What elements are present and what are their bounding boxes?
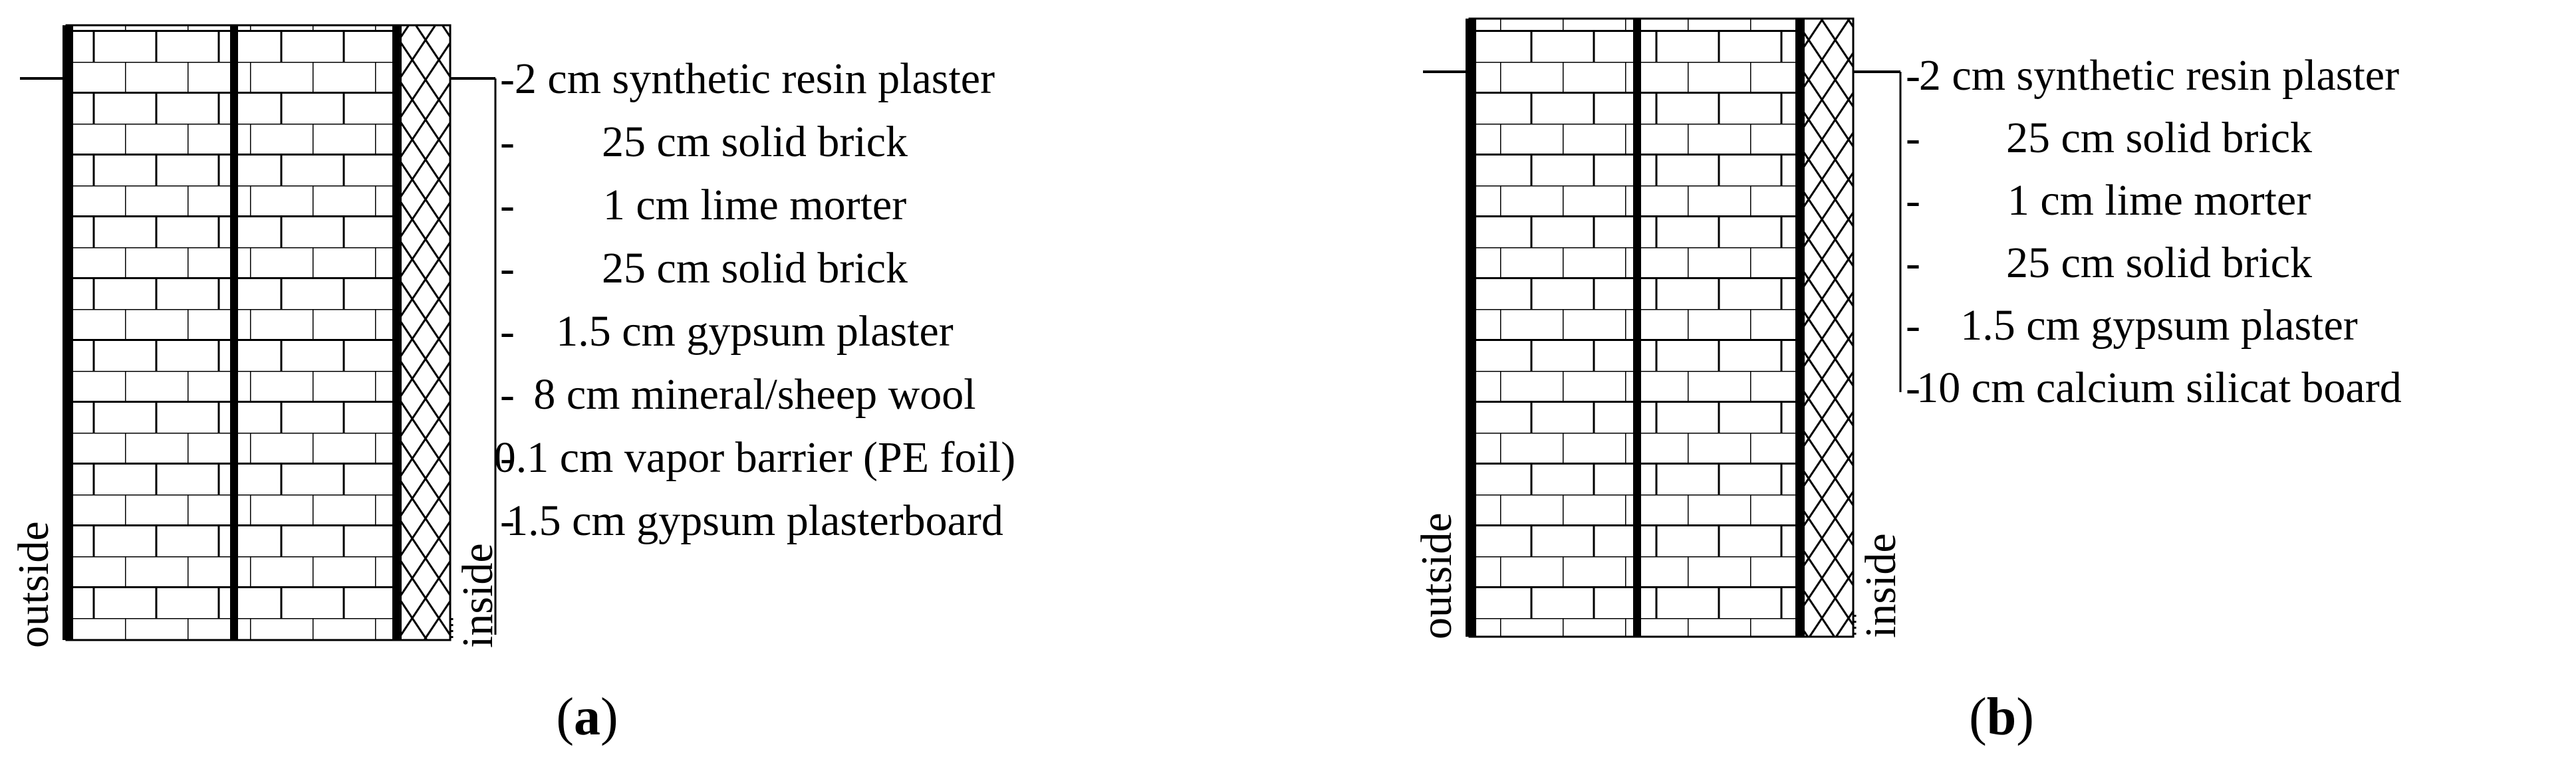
panel-b-brick-layer-inner — [1636, 17, 1801, 638]
layer-label: 0.1 cm vapor barrier (PE foil) — [494, 433, 1015, 482]
panel-b-layer-labels: -2 cm synthetic resin plaster-25 cm soli… — [1906, 51, 2402, 412]
panel-a: -2 cm synthetic resin plaster-25 cm soli… — [9, 24, 1015, 746]
layer-dash: - — [1906, 114, 1920, 162]
layer-label: 1 cm lime morter — [2007, 176, 2311, 225]
panel-a-outside-label: outside — [9, 521, 58, 648]
layer-label: 1.5 cm gypsum plasterboard — [506, 496, 1003, 545]
panel-a-inside-label: inside — [453, 543, 502, 648]
layer-dash: - — [500, 181, 515, 229]
panel-b-gypsum-plaster — [1795, 19, 1805, 637]
panel-a-outer-plaster — [63, 25, 73, 640]
panel-b-calcium-silicate-layer — [1799, 17, 1855, 638]
layer-dash: - — [1906, 51, 1920, 100]
panel-a-gypsum-plaster — [392, 25, 402, 640]
panel-b-outside-label: outside — [1412, 512, 1461, 639]
panel-b-inside-label: inside — [1857, 533, 1905, 638]
layer-label: 8 cm mineral/sheep wool — [533, 370, 975, 419]
layer-label: 1 cm lime morter — [603, 181, 906, 229]
layer-dash: - — [500, 433, 515, 482]
panel-a-brick-layer-inner — [233, 24, 398, 641]
layer-dash: - — [500, 370, 515, 419]
panel-a-caption: (a) — [556, 688, 618, 746]
layer-dash: - — [1906, 239, 1920, 287]
panel-a-insulation-layer — [396, 24, 451, 641]
layer-dash: - — [1906, 301, 1920, 350]
layer-dash: - — [500, 307, 515, 356]
layer-label: 25 cm solid brick — [2006, 114, 2312, 162]
layer-dash: - — [500, 118, 515, 166]
panel-a-brick-layer-outer — [65, 24, 235, 641]
layer-dash: - — [500, 244, 515, 292]
layer-label: 25 cm solid brick — [602, 244, 908, 292]
panel-b-caption: (b) — [1969, 688, 2034, 746]
layer-label: 2 cm synthetic resin plaster — [1919, 51, 2399, 100]
layer-dash: - — [1906, 364, 1920, 412]
layer-label: 25 cm solid brick — [602, 118, 908, 166]
layer-label: 1.5 cm gypsum plaster — [1960, 301, 2358, 350]
panel-b-outer-plaster — [1466, 19, 1476, 637]
layer-label: 25 cm solid brick — [2006, 239, 2312, 287]
panel-b-brick-layer-outer — [1468, 17, 1638, 638]
layer-dash: - — [500, 54, 515, 103]
layer-label: 10 cm calcium silicat board — [1916, 364, 2401, 412]
layer-label: 2 cm synthetic resin plaster — [515, 54, 995, 103]
panel-b: -2 cm synthetic resin plaster-25 cm soli… — [1412, 17, 2402, 746]
panel-a-layer-labels: -2 cm synthetic resin plaster-25 cm soli… — [494, 54, 1015, 545]
layer-dash: - — [1906, 176, 1920, 225]
panel-a-lime-mortar — [230, 25, 238, 640]
layer-dash: - — [500, 496, 515, 545]
panel-b-lime-mortar — [1633, 19, 1641, 637]
layer-label: 1.5 cm gypsum plaster — [556, 307, 954, 356]
